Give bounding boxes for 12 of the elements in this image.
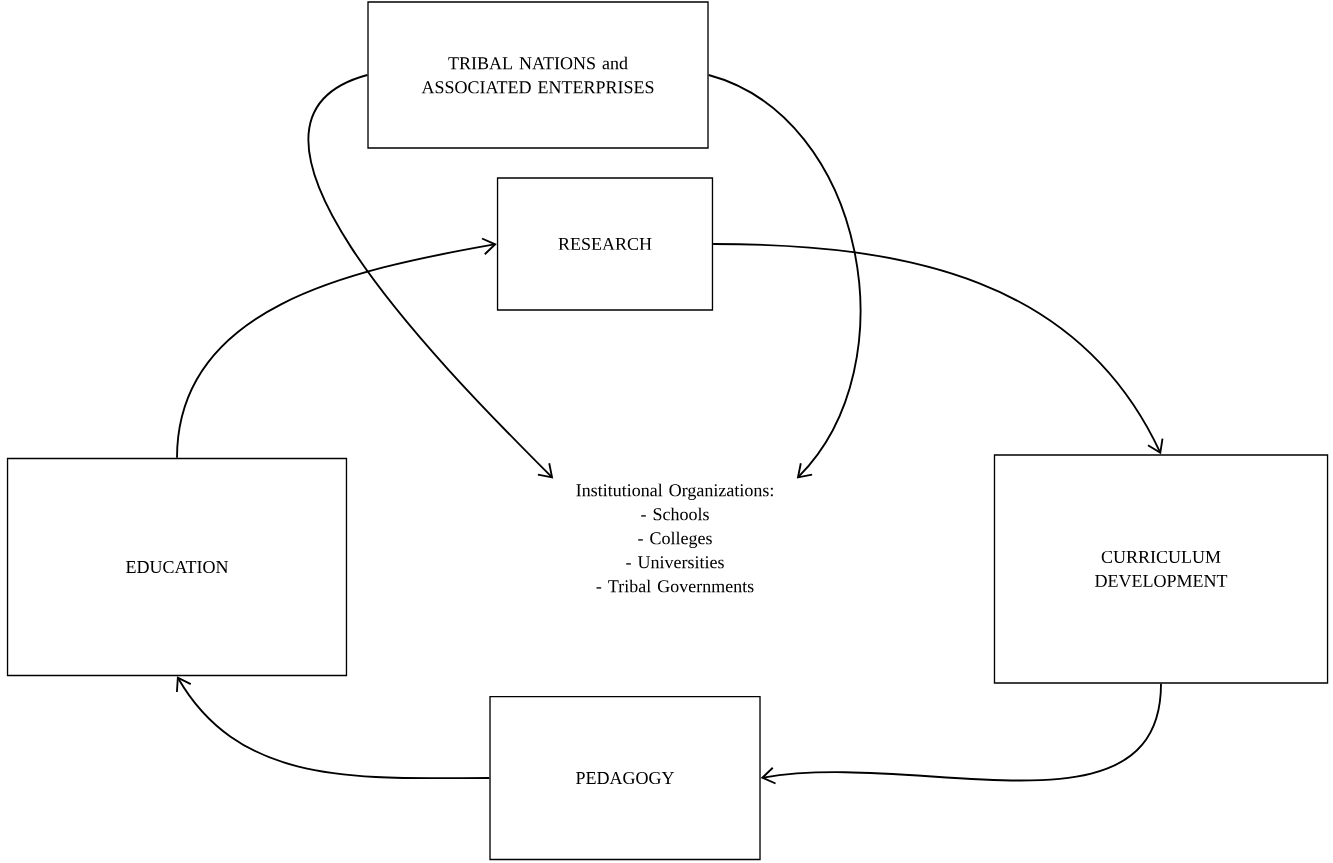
process-box: CURRICULUM DEVELOPMENT xyxy=(993,454,1329,684)
arrow xyxy=(176,676,491,780)
process-box: RESEARCH xyxy=(496,177,714,311)
process-box: EDUCATION xyxy=(6,457,348,677)
list-text: Institutional Organizations: - Schools - Colleges - Universities - Tribal Governments xyxy=(576,483,773,593)
process-box: PEDAGOGY xyxy=(489,695,761,861)
arrow xyxy=(707,74,861,479)
arrow xyxy=(712,243,1164,455)
arrow xyxy=(176,237,497,459)
arrow xyxy=(307,74,554,479)
process-box: TRIBAL NATIONS and ASSOCIATED ENTERPRISES xyxy=(367,1,709,149)
arrow xyxy=(760,682,1162,785)
